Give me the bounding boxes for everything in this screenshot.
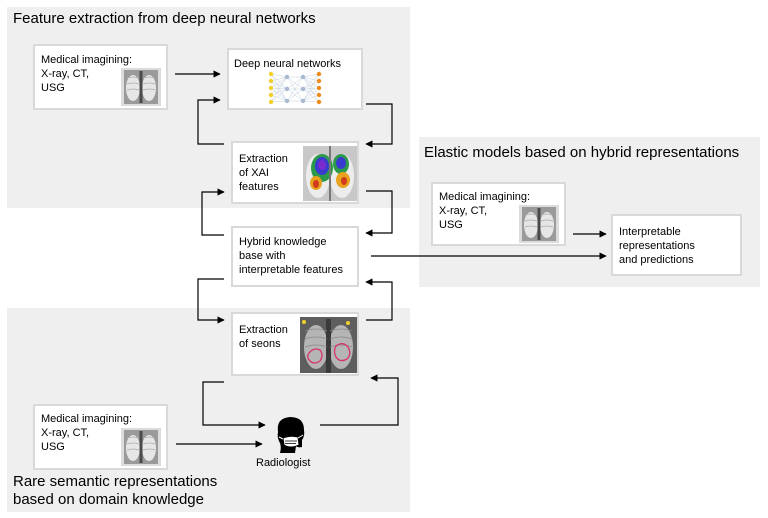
xray-chest-icon (519, 205, 559, 243)
dnn-box: Deep neural networks (227, 48, 363, 110)
panel-title-rare-semantic: Rare semantic representations based on d… (13, 473, 218, 508)
hybrid-knowledge-box: Hybrid knowledge base with interpretable… (231, 226, 359, 287)
imaging-box-top: Medical imagining: X-ray, CT, USG (33, 44, 168, 110)
interpretable-box: Interpretable representations and predic… (611, 214, 742, 276)
neural-network-icon (268, 71, 322, 105)
xai-box: Extraction of XAI features (231, 141, 359, 204)
imaging-box-bottom: Medical imagining: X-ray, CT, USG (33, 404, 168, 470)
radiologist-label: Radiologist (256, 457, 311, 469)
seon-xray-icon (300, 317, 357, 373)
seons-box: Extraction of seons (231, 312, 359, 376)
xray-chest-icon (121, 68, 161, 106)
xai-heatmap-icon (303, 146, 357, 201)
panel-title-feature-extraction: Feature extraction from deep neural netw… (13, 10, 316, 27)
panel-title-elastic-models: Elastic models based on hybrid represent… (424, 144, 740, 161)
xray-chest-icon (121, 428, 161, 466)
radiologist-icon (277, 417, 305, 453)
imaging-box-right: Medical imagining: X-ray, CT, USG (431, 182, 566, 246)
